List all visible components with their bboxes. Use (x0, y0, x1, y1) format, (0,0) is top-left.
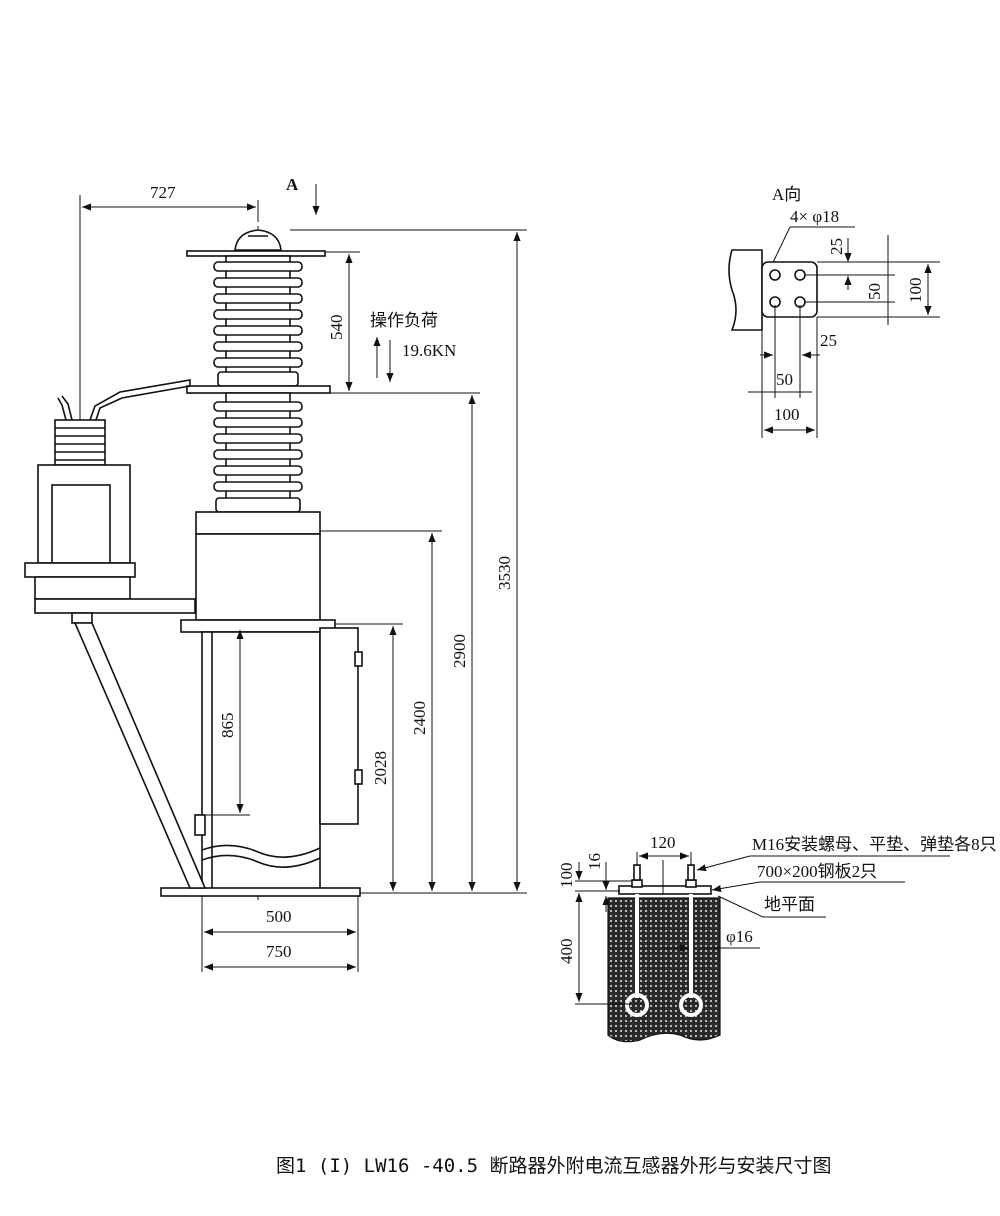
load-value: 19.6KN (402, 341, 456, 360)
view-a-label: A (286, 175, 299, 194)
current-transformer (24, 379, 207, 889)
fnd-dim-120: 120 (650, 833, 676, 852)
figure-caption: 图1 (I) LW16 -40.5 断路器外附电流互感器外形与安装尺寸图 (276, 1155, 831, 1177)
dim-540: 540 (327, 315, 346, 341)
upper-insulator (213, 255, 303, 387)
a-dim-25-v: 25 (827, 238, 846, 255)
lower-insulator (213, 392, 303, 513)
dim-727: 727 (150, 183, 176, 202)
a-dim-100-v: 100 (906, 278, 925, 304)
foundation-detail: 120 100 400 16 M16安装螺母、平垫、弹垫各8只 700×200钢… (557, 833, 997, 1043)
a-view-title: A向 (772, 185, 801, 204)
dim-2028: 2028 (371, 751, 390, 785)
bolt-note: M16安装螺母、平垫、弹垫各8只 (752, 835, 997, 854)
load-label: 操作负荷 (370, 311, 438, 330)
plate-note: 700×200钢板2只 (757, 862, 877, 881)
dimensions-main: 727 A 540 3530 2900 2400 2028 865 500 75… (82, 175, 527, 972)
a-view: A向 4× φ18 25 50 100 25 50 100 (728, 185, 940, 438)
dim-2900: 2900 (450, 634, 469, 668)
breaker-elevation (24, 195, 363, 900)
a-dim-50-h: 50 (776, 370, 793, 389)
dim-500: 500 (266, 907, 292, 926)
fnd-dim-100: 100 (557, 863, 576, 889)
a-dim-100-h: 100 (774, 405, 800, 424)
ground-note: 地平面 (764, 895, 815, 914)
a-dim-25-h: 25 (820, 331, 837, 350)
rod-dia: φ16 (726, 927, 753, 946)
holes-label: 4× φ18 (790, 207, 839, 226)
dim-865: 865 (218, 713, 237, 739)
dim-2400: 2400 (410, 701, 429, 735)
fnd-dim-400: 400 (557, 939, 576, 965)
fnd-dim-16: 16 (585, 853, 604, 870)
a-dim-50-v: 50 (865, 283, 884, 300)
dim-3530: 3530 (495, 556, 514, 590)
dim-750: 750 (266, 942, 292, 961)
